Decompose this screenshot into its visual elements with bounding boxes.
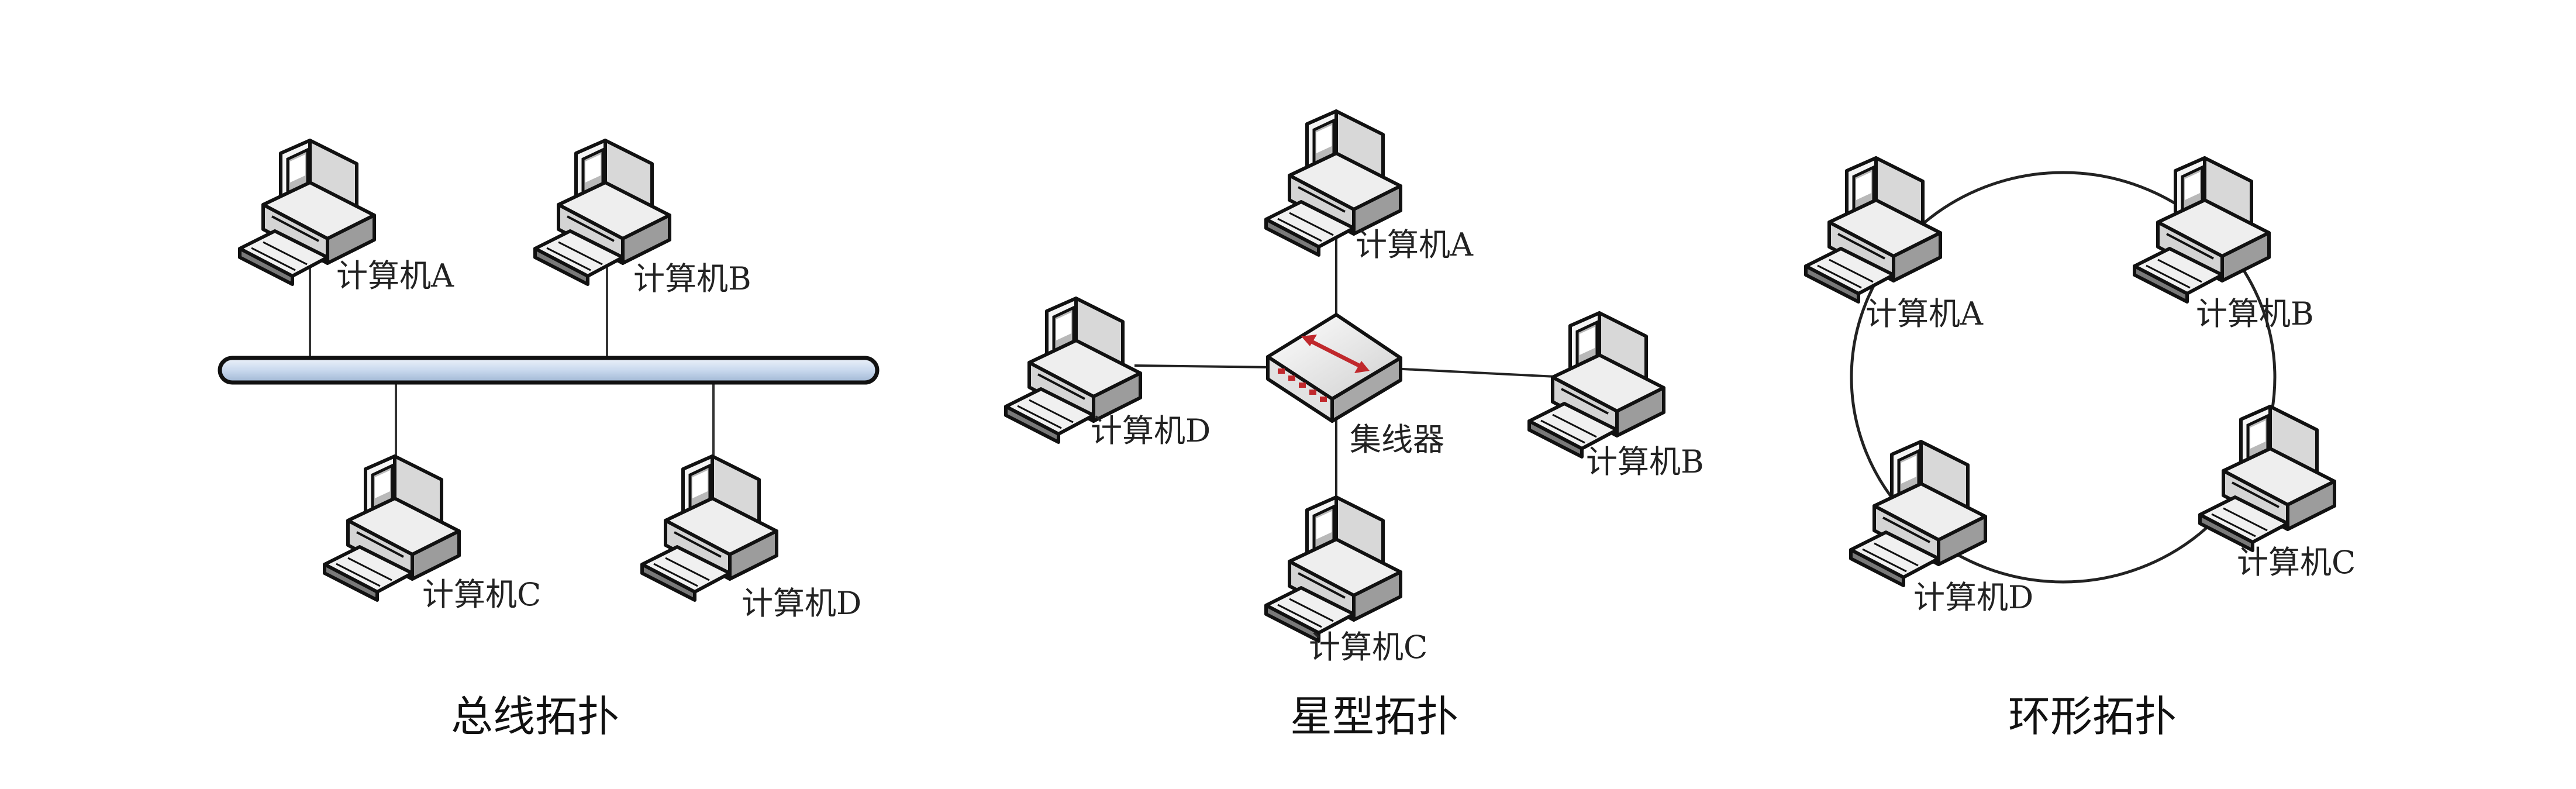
ring-caption: 环形拓扑 bbox=[2008, 692, 2177, 741]
computer-icon bbox=[1266, 497, 1401, 641]
star-link-b bbox=[1391, 367, 1568, 378]
star-computer-c-label: 计算机C bbox=[1309, 629, 1427, 666]
bus-computer-a-label: 计算机A bbox=[336, 257, 454, 294]
computer-icon bbox=[1529, 313, 1664, 457]
hub-icon bbox=[1266, 313, 1402, 423]
bus-computer-d-label: 计算机D bbox=[742, 585, 861, 622]
computer-icon bbox=[642, 456, 777, 600]
hub-label: 集线器 bbox=[1350, 421, 1444, 458]
star-computer-b-label: 计算机B bbox=[1586, 443, 1704, 480]
bus-computer-c-label: 计算机C bbox=[422, 576, 541, 613]
star-caption: 星型拓扑 bbox=[1290, 692, 1458, 741]
ring-topology: 计算机A 计算机B 计算机D 计算机C 环形拓扑 bbox=[1806, 158, 2356, 741]
star-computer-a-label: 计算机A bbox=[1356, 226, 1474, 263]
ring-computer-d-label: 计算机D bbox=[1913, 579, 2033, 616]
bus-caption: 总线拓扑 bbox=[451, 692, 619, 741]
ring-cable bbox=[1850, 171, 2277, 584]
ring-computer-c-label: 计算机C bbox=[2237, 544, 2356, 581]
star-topology: 计算机A 计算机D 集线器 计算机B 计算机C 星型拓扑 bbox=[1006, 111, 1704, 741]
computer-icon bbox=[2200, 406, 2334, 550]
bus-topology: 计算机A 计算机B 计算机C 计算机D 总线拓扑 bbox=[218, 140, 880, 741]
ring-computer-b-label: 计算机B bbox=[2196, 295, 2314, 332]
bus-computer-b-label: 计算机B bbox=[633, 260, 751, 297]
star-link-d bbox=[1134, 364, 1275, 368]
ring-computer-a-label: 计算机A bbox=[1865, 295, 1984, 332]
computer-icon bbox=[1806, 158, 1940, 302]
bus-cable bbox=[218, 356, 880, 385]
star-computer-d-label: 计算机D bbox=[1091, 412, 1211, 449]
